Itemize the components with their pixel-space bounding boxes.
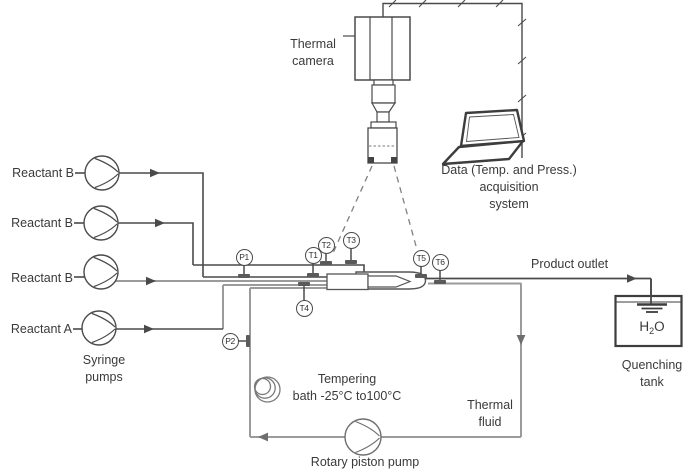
thermal-fluid-loop [114,280,522,438]
h2o-label: H2O [627,318,677,340]
feed-label-reactant-a: Reactant A [10,322,72,336]
feed-label-reactant-b1: Reactant B [12,166,74,180]
thermal-camera-label-line2: camera [292,54,334,68]
sensor-T3: T3 [342,231,360,249]
tempering-bath-label: Tempering bath -25°C to100°C [274,371,420,405]
pump-symbols [81,155,382,456]
sensor-P2: P2 [221,332,239,350]
h2o-o: O [654,319,665,334]
flow-arrows [144,168,637,442]
syringe-pumps-label-line2: pumps [85,370,123,384]
feed-lines [73,172,652,330]
thermal-fluid-label-line2: fluid [478,415,502,429]
camera-field-of-view [332,165,417,254]
thermal-fluid-label-line1: Thermal [467,398,513,412]
data-acquisition-label: Data (Temp. and Press.) acquisition syst… [424,162,594,213]
water-surface-icon [637,303,667,313]
sensor-T1: T1 [304,246,322,264]
feed-label-reactant-b3: Reactant B [11,271,73,285]
sensor-label: P1 [239,252,249,262]
h2o-h: H [639,319,650,334]
sensor-P1: P1 [235,248,253,266]
reactor-nozzle [367,275,412,288]
tempering-bath-label-line2: bath -25°C to100°C [292,389,402,403]
sensor-label: T6 [435,257,445,267]
tempering-bath-label-line1: Tempering [317,372,377,386]
sensor-label: T2 [321,240,331,250]
quenching-tank-label-line2: tank [640,375,664,389]
tempering-coil-icon [253,376,281,403]
sensor-label: P2 [225,336,235,346]
daq-label-line1: Data (Temp. and Press.) [441,163,577,177]
syringe-pump-icon [84,155,120,191]
syringe-pump-icon [83,254,119,290]
sensor-T5: T5 [412,249,430,267]
thermal-camera-label: Thermal camera [268,36,358,70]
syringe-pumps-label: Syringe pumps [59,352,149,386]
syringe-pump-icon [83,205,119,241]
micro-reactor [326,271,427,291]
daq-label-line2: acquisition [479,180,539,194]
thermal-camera-label-line1: Thermal [290,37,336,51]
product-outlet-label: Product outlet [531,257,609,271]
reactor-inlet-block [326,273,369,291]
sensor-label: T5 [416,253,426,263]
syringe-pump-icon [81,310,117,346]
quenching-tank-icon [614,279,683,348]
sensor-label: T1 [308,250,318,260]
sensor-T6: T6 [431,253,449,271]
sensor-stems [238,248,441,342]
thermal-fluid-label: Thermal fluid [450,397,530,431]
feed-label-reactant-b2: Reactant B [11,216,73,230]
syringe-pumps-label-line1: Syringe [82,353,126,367]
sensor-flanges [238,260,446,347]
rotary-piston-pump-icon [344,418,382,456]
laptop-icon [441,108,526,166]
sensor-T4: T4 [295,299,313,317]
sensor-T2: T2 [317,236,335,254]
quenching-tank-label: Quenching tank [606,357,688,391]
sensor-label: T3 [346,235,356,245]
daq-label-line3: system [489,197,529,211]
rotary-piston-pump-label: Rotary piston pump [310,455,420,469]
h2o-subscript: 2 [649,326,655,336]
sensor-label: T4 [299,303,309,313]
quenching-tank-label-line1: Quenching [621,358,683,372]
thermal-camera-icon [332,16,417,254]
